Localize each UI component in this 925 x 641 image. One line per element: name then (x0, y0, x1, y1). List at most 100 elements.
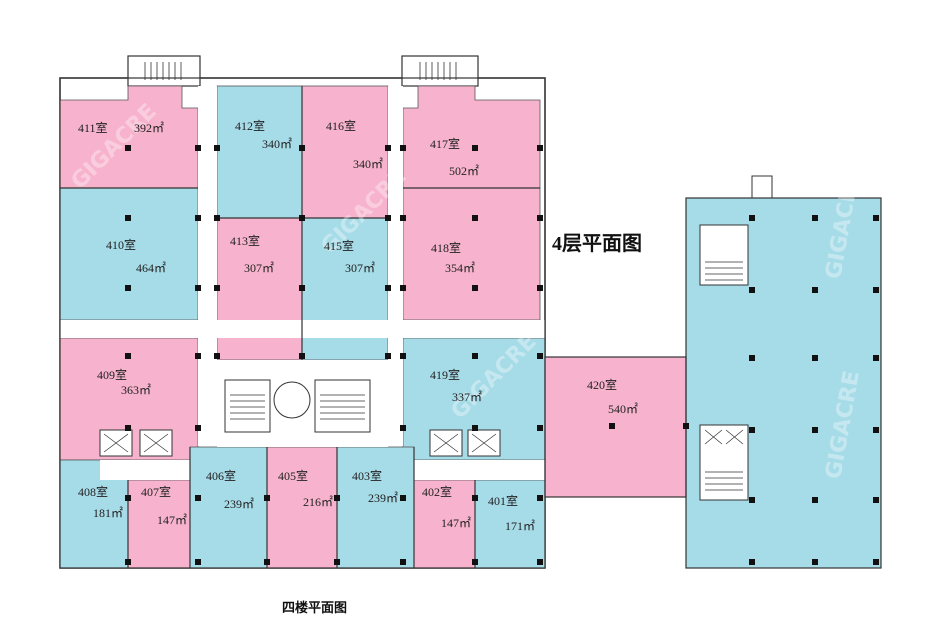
room-403[interactable] (336, 446, 415, 569)
column-12 (385, 215, 391, 221)
room-415-area: 307㎡ (345, 261, 375, 275)
column-57 (812, 287, 818, 293)
room-401[interactable] (474, 479, 546, 569)
column-45 (195, 559, 201, 565)
column-42 (472, 495, 478, 501)
column-36 (537, 425, 543, 431)
column-52 (683, 423, 689, 429)
room-410-label: 410室 (106, 237, 136, 252)
column-62 (749, 427, 755, 433)
column-63 (812, 427, 818, 433)
column-17 (195, 285, 201, 291)
column-47 (334, 559, 340, 565)
column-16 (125, 285, 131, 291)
room-410[interactable] (59, 187, 199, 321)
column-25 (195, 353, 201, 359)
column-51 (609, 423, 615, 429)
column-13 (400, 215, 406, 221)
column-61 (873, 355, 879, 361)
column-66 (812, 497, 818, 503)
room-419-label: 419室 (430, 367, 460, 382)
room-418-label: 418室 (431, 240, 461, 255)
column-2 (214, 145, 220, 151)
column-18 (214, 285, 220, 291)
room-420-label: 420室 (587, 377, 617, 392)
east-wing-core (699, 224, 749, 501)
column-49 (472, 559, 478, 565)
room-407-label: 407室 (141, 484, 171, 499)
column-20 (385, 285, 391, 291)
column-64 (873, 427, 879, 433)
room-411-area: 392㎡ (134, 121, 164, 135)
room-labels: 411室 392㎡ 412室 340㎡ 416室 340㎡ 417室 502㎡ … (78, 118, 638, 533)
column-35 (472, 425, 478, 431)
structural-columns (125, 145, 879, 565)
room-418[interactable] (402, 187, 541, 321)
column-58 (873, 287, 879, 293)
column-30 (472, 353, 478, 359)
room-401-label: 401室 (488, 493, 518, 508)
room-413-area: 307㎡ (244, 261, 274, 275)
column-24 (125, 353, 131, 359)
column-11 (299, 215, 305, 221)
room-412-area: 340㎡ (262, 137, 292, 151)
column-27 (299, 353, 305, 359)
room-412-label: 412室 (235, 118, 265, 133)
east-wing-tower (751, 175, 773, 199)
room-403-label: 403室 (352, 468, 382, 483)
room-416-area: 340㎡ (353, 157, 383, 171)
column-48 (400, 559, 406, 565)
column-19 (299, 285, 305, 291)
column-32 (125, 425, 131, 431)
column-41 (400, 495, 406, 501)
room-408-label: 408室 (78, 484, 108, 499)
column-29 (400, 353, 406, 359)
column-39 (264, 495, 270, 501)
column-5 (400, 145, 406, 151)
column-10 (214, 215, 220, 221)
column-67 (873, 497, 879, 503)
room-405[interactable] (266, 446, 338, 569)
column-3 (299, 145, 305, 151)
room-420[interactable] (544, 356, 687, 498)
column-44 (125, 559, 131, 565)
column-33 (195, 425, 201, 431)
column-60 (812, 355, 818, 361)
column-8 (125, 215, 131, 221)
room-411-label: 411室 (78, 120, 108, 135)
column-56 (749, 287, 755, 293)
column-1 (195, 145, 201, 151)
room-418-area: 354㎡ (445, 261, 475, 275)
floor-caption: 四楼平面图 (282, 600, 347, 615)
column-7 (537, 145, 543, 151)
room-408-area: 181㎡ (93, 506, 123, 520)
column-53 (749, 215, 755, 221)
column-26 (214, 353, 220, 359)
room-402-area: 147㎡ (441, 516, 471, 530)
room-406-label: 406室 (206, 468, 236, 483)
column-59 (749, 355, 755, 361)
column-69 (812, 559, 818, 565)
room-417-area: 502㎡ (449, 164, 479, 178)
room-405-area: 216㎡ (303, 495, 333, 509)
room-410-area: 464㎡ (136, 261, 166, 275)
column-34 (400, 425, 406, 431)
partition-walls (59, 77, 882, 569)
room-412[interactable] (216, 85, 303, 219)
east-wing-treads (704, 261, 744, 491)
column-37 (125, 495, 131, 501)
column-6 (472, 145, 478, 151)
column-55 (873, 215, 879, 221)
column-21 (400, 285, 406, 291)
core-treads (103, 394, 497, 453)
room-420-area: 540㎡ (608, 402, 638, 416)
column-70 (873, 559, 879, 565)
stair-tower-west (127, 55, 201, 87)
stair-treads (144, 62, 457, 80)
column-31 (537, 353, 543, 359)
column-0 (125, 145, 131, 151)
column-65 (749, 497, 755, 503)
central-core (99, 379, 501, 457)
